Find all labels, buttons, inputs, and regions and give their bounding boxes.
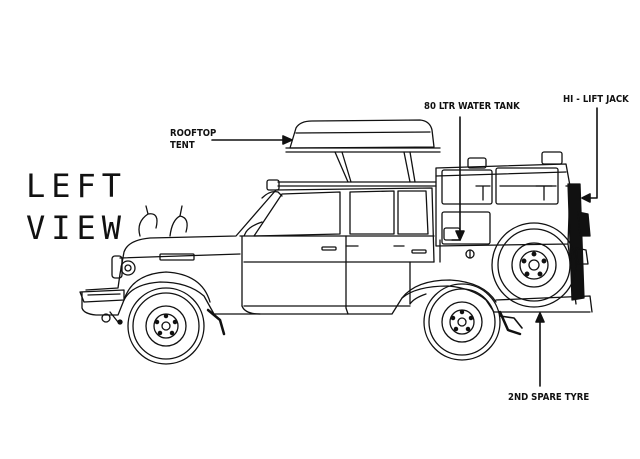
label-rooftop-tent-line1: ROOFTOP [170,128,217,139]
callout-arrows [212,108,597,386]
rooftop-tent [286,120,440,182]
label-water-tank: 80 LTR WATER TANK [424,101,520,112]
vehicle-body [82,188,590,315]
cab-roof [267,180,436,190]
rear-canopy [436,152,592,312]
hi-lift-jack [568,184,590,300]
label-spare-tyre: 2ND SPARE TYRE [508,392,590,403]
arrow-spare-tyre [536,313,544,386]
front-wheel [124,272,224,364]
arrow-hi-lift-jack [582,108,597,202]
rear-wheel [402,280,522,360]
spare-tyre-graphic [492,223,576,307]
label-rooftop-tent-line2: TENT [170,139,195,151]
front-end [80,206,194,324]
arrow-rooftop-tent [212,136,292,144]
view-title-line2: VIEW [26,209,128,247]
label-hi-lift-jack: HI - LIFT JACK [563,94,629,105]
arrow-water-tank [452,117,464,240]
view-title-line1: LEFT [26,167,128,205]
label-rooftop-tent: ROOFTOP TENT [170,128,216,152]
